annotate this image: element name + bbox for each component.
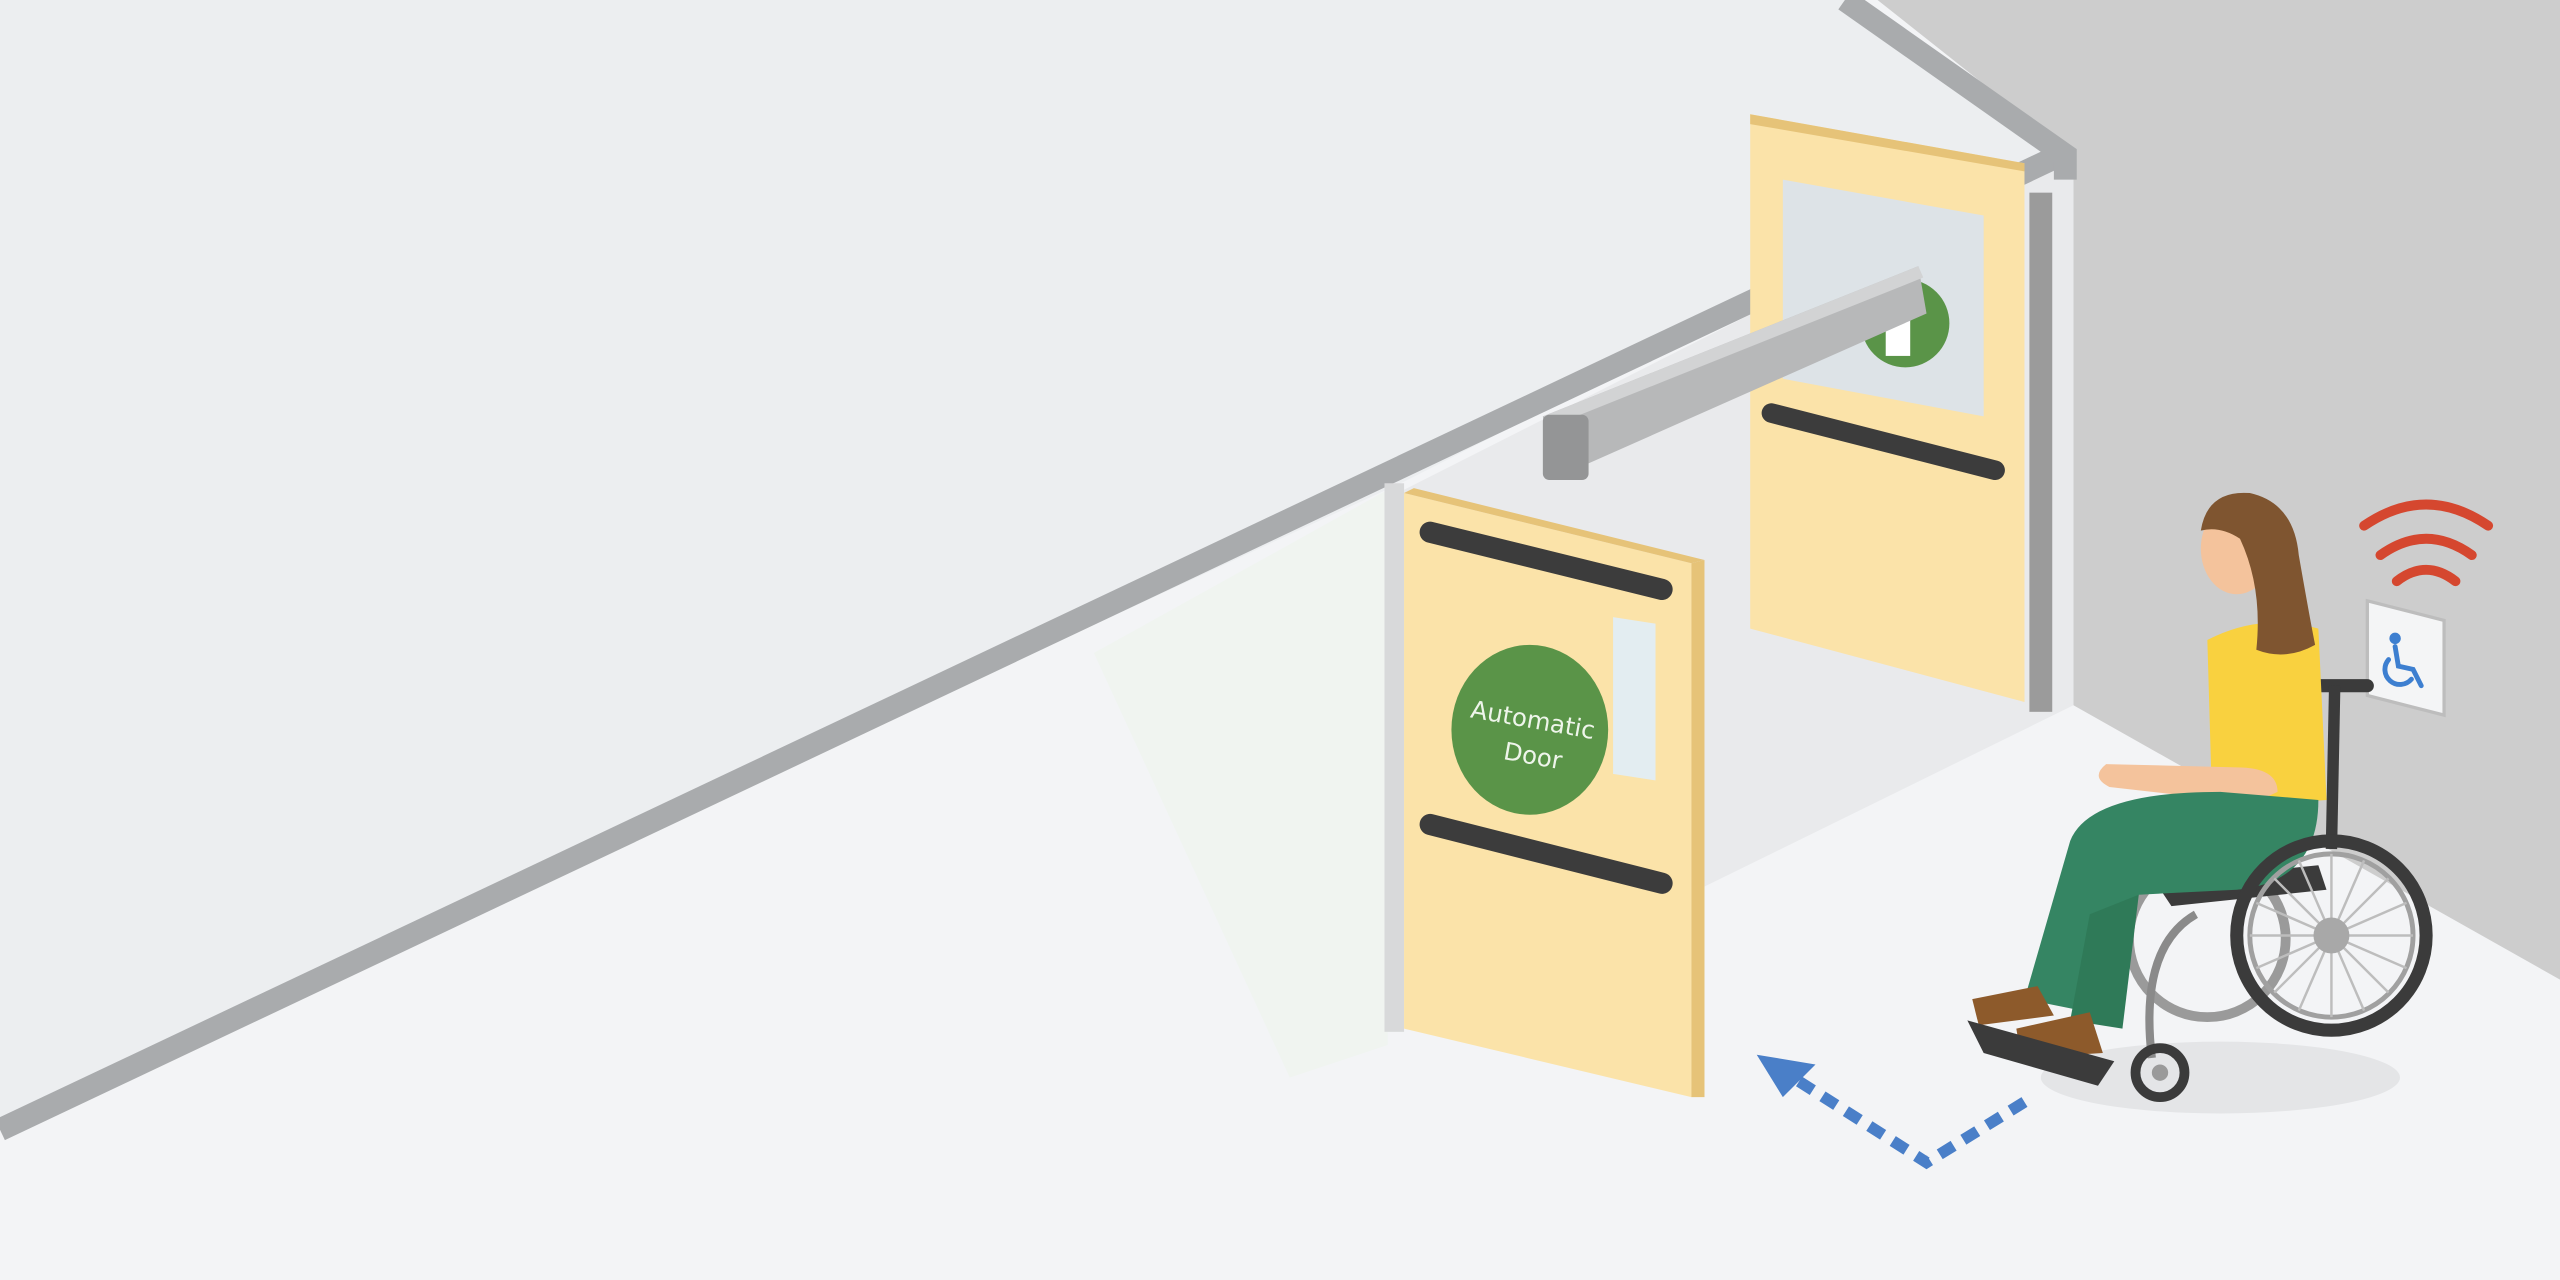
footrest <box>1967 1020 2115 1086</box>
automatic-door-sign <box>1451 644 1609 815</box>
front-door: Automatic Door <box>1384 483 1705 1098</box>
person-in-wheelchair <box>1967 492 2433 1114</box>
light-beam <box>1093 489 1388 1078</box>
back-door-handle <box>1761 403 2005 480</box>
left-wall <box>0 0 2049 1130</box>
right-wall <box>1877 0 2560 980</box>
wheelchair-accessibility-icon <box>2382 632 2424 689</box>
ceiling-edge <box>0 144 2066 1141</box>
door-closer <box>1542 266 1927 480</box>
caster-wheel <box>2130 1043 2190 1103</box>
accessibility-door-button[interactable] <box>2365 598 2446 718</box>
front-door-bottom-handle <box>1419 813 1673 894</box>
wireless-signal-icon <box>2359 499 2494 587</box>
front-door-top-handle <box>1419 521 1673 600</box>
ceiling-corner <box>1838 0 2077 180</box>
front-door-window <box>1613 617 1656 781</box>
shirt <box>2207 622 2327 809</box>
shadow <box>2040 1041 2400 1114</box>
rear-wheel <box>2230 834 2433 1037</box>
shoe-left <box>1972 986 2054 1026</box>
hair <box>2200 492 2316 655</box>
door-frame-post <box>2029 192 2053 712</box>
direction-arrow-icon <box>1756 1054 2028 1170</box>
back-door <box>1750 114 2025 703</box>
